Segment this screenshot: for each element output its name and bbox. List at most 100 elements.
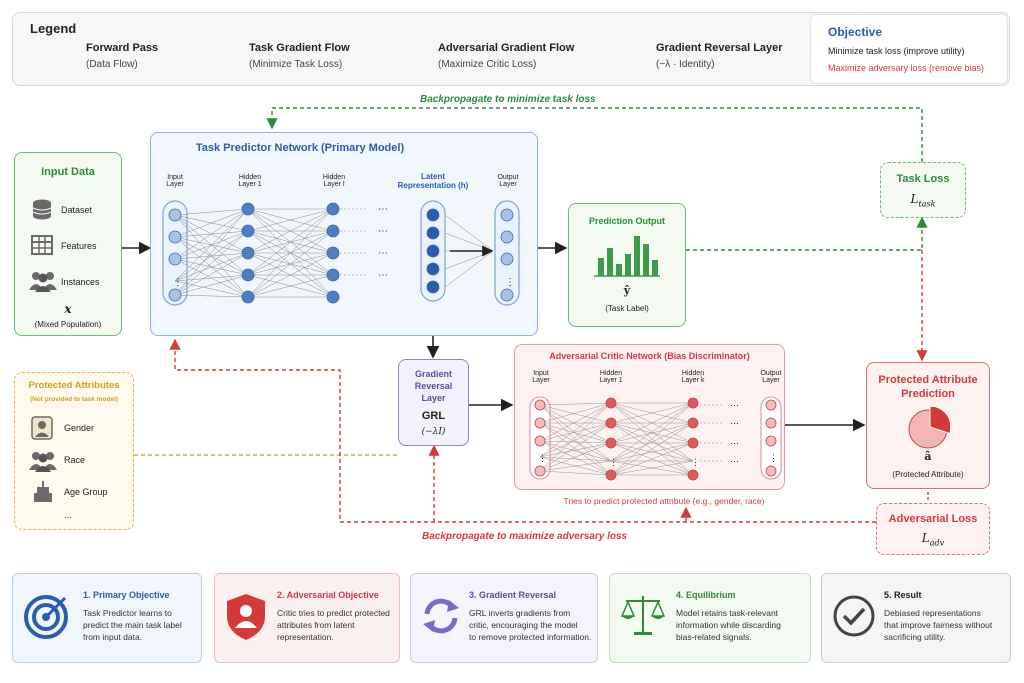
neuron bbox=[426, 280, 440, 294]
ellipsis-text: ⋮ bbox=[769, 453, 778, 463]
neuron bbox=[241, 202, 255, 216]
connection-line bbox=[539, 422, 612, 476]
neuron bbox=[426, 244, 440, 258]
backprop-adv-label: Backpropagate to maximize adversary loss bbox=[422, 531, 628, 542]
prediction-bar bbox=[634, 236, 640, 276]
task-layer-label-output: Output Layer bbox=[497, 174, 519, 188]
task-loss-symbol: Ltask bbox=[880, 192, 966, 208]
neuron bbox=[687, 437, 699, 449]
ellipsis-text: ⋮ bbox=[173, 277, 183, 288]
prediction-caption: (Task Label) bbox=[605, 304, 649, 313]
task-layer-label-hiddenl: Hidden Layer l bbox=[322, 174, 346, 188]
legend-item-forward: Forward Pass (Data Flow) bbox=[86, 42, 158, 70]
ellipsis-text: ⋯ bbox=[378, 270, 388, 281]
neuron bbox=[168, 252, 182, 266]
critic-layer-label-input: Input Layer bbox=[532, 370, 550, 384]
legend-sub: (Data Flow) bbox=[86, 59, 138, 70]
neuron bbox=[168, 208, 182, 222]
backprop-adv-path bbox=[169, 338, 876, 523]
neuron bbox=[168, 288, 182, 302]
neuron bbox=[241, 224, 255, 238]
connection-line bbox=[174, 252, 249, 282]
connection-line bbox=[539, 456, 612, 462]
legend-title: Legend bbox=[30, 21, 77, 36]
critic-caption: Tries to predict protected attribute (e.… bbox=[563, 496, 765, 506]
ellipsis-text: ⋮ bbox=[538, 453, 547, 463]
connection-line bbox=[247, 230, 334, 298]
prediction-to-loss-path bbox=[686, 216, 928, 251]
legend-label: Gradient Reversal Layer bbox=[656, 42, 783, 54]
objective-line2: Maximize adversary loss (remove bias) bbox=[828, 63, 985, 73]
critic-layer-label-hiddenk: Hidden Layer k bbox=[681, 370, 705, 384]
ellipsis-text: ⋯ bbox=[730, 456, 739, 466]
neuron bbox=[605, 397, 617, 409]
objective-line1: Minimize task loss (improve utility) bbox=[828, 46, 965, 56]
legend-item-task-gradient: Task Gradient Flow (Minimize Task Loss) bbox=[249, 42, 350, 70]
pap-symbol: â bbox=[924, 450, 932, 463]
backprop-task-path bbox=[266, 107, 923, 162]
card-adversarial-objective: 2. Adversarial Objective Critic tries to… bbox=[214, 573, 400, 663]
balance-scale-icon bbox=[620, 596, 666, 635]
neuron bbox=[326, 290, 340, 304]
connection-line bbox=[174, 208, 249, 296]
neuron bbox=[426, 226, 440, 240]
connection-line bbox=[610, 442, 694, 462]
task-network-panel bbox=[150, 132, 538, 336]
connection-line bbox=[174, 208, 249, 216]
neuron bbox=[605, 469, 617, 481]
connection-line bbox=[610, 402, 694, 444]
neuron bbox=[241, 246, 255, 260]
card-title: 1. Primary Objective bbox=[83, 590, 170, 600]
connection-line bbox=[174, 274, 249, 282]
neuron bbox=[687, 469, 699, 481]
connection-line bbox=[539, 470, 612, 476]
protected-attrs-panel bbox=[14, 372, 134, 530]
connection-line bbox=[539, 422, 612, 472]
ellipsis-text: ⋮ bbox=[691, 457, 700, 467]
connection-line bbox=[610, 460, 694, 476]
grl-title-line2: Reversal bbox=[414, 381, 453, 391]
connection-line bbox=[539, 422, 612, 444]
neuron bbox=[765, 465, 777, 477]
connection-line bbox=[539, 442, 612, 458]
task-network-title: Task Predictor Network (Primary Model) bbox=[195, 142, 405, 154]
protected-item-race: Race bbox=[64, 455, 86, 465]
adv-loss-sub: adv bbox=[929, 538, 945, 548]
connection-line bbox=[174, 294, 249, 298]
task-network-graph: ⋯⋯⋯⋯⋮⋮ bbox=[162, 200, 520, 306]
legend-sub: (Minimize Task Loss) bbox=[249, 59, 343, 70]
adv-loss-symbol: Ladv bbox=[876, 531, 990, 547]
connection-line bbox=[539, 422, 612, 442]
critic-layer-label-hidden1: Hidden Layer 1 bbox=[599, 370, 623, 384]
people-group-icon bbox=[29, 452, 57, 472]
neuron bbox=[168, 230, 182, 244]
critic-title: Adversarial Critic Network (Bias Discrim… bbox=[549, 351, 750, 361]
connection-line bbox=[610, 422, 694, 444]
critic-network-graph: ⋯⋯⋯⋯⋮⋮⋮⋮ bbox=[529, 396, 782, 481]
connection-line bbox=[247, 208, 334, 232]
prediction-bar bbox=[652, 260, 658, 276]
card-title: 2. Adversarial Objective bbox=[277, 590, 379, 600]
connection-line bbox=[174, 208, 249, 238]
connection-line bbox=[539, 440, 612, 462]
input-item-dataset: Dataset bbox=[61, 205, 93, 215]
card-text: Task Predictor learns to predict the mai… bbox=[83, 608, 182, 642]
pap-caption: (Protected Attribute) bbox=[892, 470, 964, 479]
people-group-icon bbox=[29, 272, 57, 292]
connection-line bbox=[539, 440, 612, 444]
legend-item-adv-gradient: Adversarial Gradient Flow (Maximize Crit… bbox=[438, 42, 574, 70]
legend-label: Adversarial Gradient Flow bbox=[438, 42, 575, 54]
critic-layer-label-output: Output Layer bbox=[760, 370, 782, 384]
connection-line bbox=[174, 280, 249, 298]
neuron bbox=[765, 435, 777, 447]
legend-sub: (Maximize Critic Loss) bbox=[438, 59, 537, 70]
ellipsis-text: ⋯ bbox=[378, 204, 388, 215]
ellipsis-text: ⋯ bbox=[730, 418, 739, 428]
card-title: 3. Gradient Reversal bbox=[469, 590, 557, 600]
ellipsis-text: ⋯ bbox=[730, 400, 739, 410]
neuron bbox=[500, 230, 514, 244]
neuron bbox=[326, 246, 340, 260]
card-title: 5. Result bbox=[884, 590, 922, 600]
neuron bbox=[765, 399, 777, 411]
task-loss-panel bbox=[880, 162, 966, 218]
